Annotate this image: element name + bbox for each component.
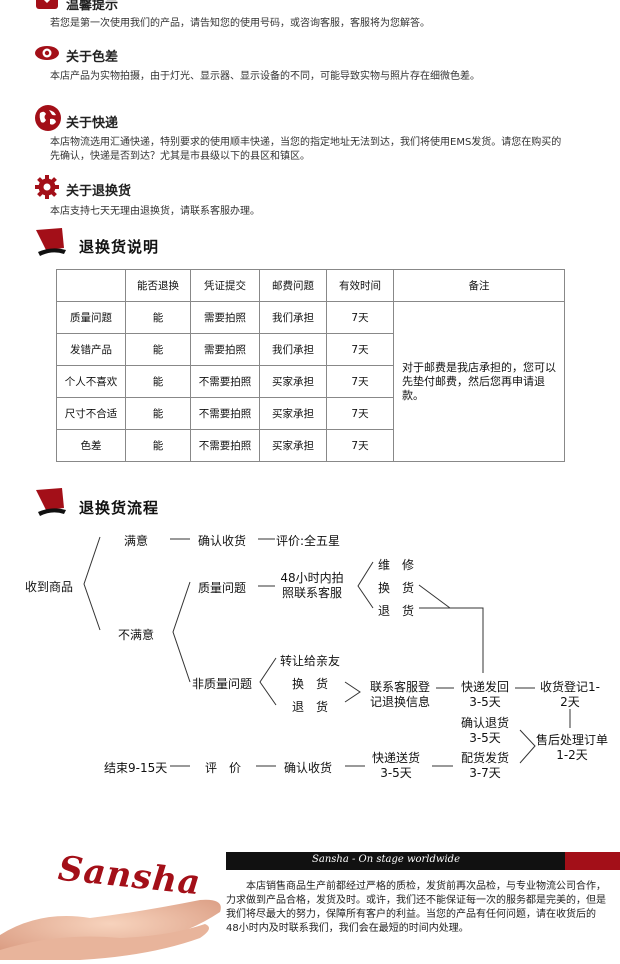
flow-gift: 转让给亲友 (280, 654, 341, 668)
table-row: 发错产品 能 需要拍照 我们承担 7天 (56, 333, 565, 366)
flow-ship-replacement: 配货发货3-7天 (460, 751, 509, 780)
table-cell: 7天 (326, 397, 394, 430)
flow-rate: 评 价 (205, 761, 242, 775)
table-cell: 需要拍照 (190, 333, 260, 366)
notice-title: 关于色差 (66, 50, 119, 65)
table-cell: 能 (125, 365, 191, 398)
table-header: 凭证提交 (190, 269, 260, 302)
heart-icon (35, 0, 61, 12)
notice-body: 本店物流选用汇通快递，特别要求的使用顺丰快递，当您的指定地址无法到达，我们将使用… (50, 137, 562, 162)
notice-body: 若您是第一次使用我们的产品，请告知您的使用号码，或咨询客服，客服将为您解答。 (50, 18, 430, 29)
footer-slogan: Sansha - On stage worldwide (312, 854, 460, 865)
globe-icon (34, 104, 61, 131)
gear-icon (34, 174, 60, 200)
flow-exchange2: 换 货 (292, 677, 329, 691)
footer-hands-image (0, 840, 230, 964)
flow-confirm-refund: 确认退货3-5天 (460, 716, 509, 745)
flow-quality-issue: 质量问题 (198, 581, 247, 595)
flow-received: 收到商品 (25, 580, 74, 594)
table-cell: 买家承担 (259, 397, 327, 430)
table-cell: 能 (125, 429, 191, 462)
table-cell: 买家承担 (259, 429, 327, 462)
return-table: 能否退换 凭证提交 邮费问题 有效时间 备注 质量问题 能 需要拍照 我们承担 … (56, 269, 565, 462)
notice-body: 本店支持七天无理由退换货，请联系客服办理。 (50, 206, 260, 217)
table-cell: 个人不喜欢 (56, 365, 126, 398)
table-cell: 不需要拍照 (190, 429, 260, 462)
flow-receive-register: 收货登记1-2天 (540, 680, 600, 709)
table-header: 邮费问题 (259, 269, 327, 302)
footer-accent (565, 852, 620, 870)
table-note: 对于邮费是我店承担的，您可以先垫付邮费，然后您再申请退款。 (393, 301, 565, 462)
table-row: 质量问题 能 需要拍照 我们承担 7天 对于邮费是我店承担的，您可以先垫付邮费，… (56, 301, 565, 462)
flow-photo-48h: 48小时内拍照联系客服 (280, 571, 344, 600)
flow-heading: 退换货流程 (79, 499, 160, 517)
flow-heading-icon (34, 486, 74, 520)
notice-title: 温馨提示 (66, 0, 119, 13)
table-cell: 7天 (326, 333, 394, 366)
table-cell: 需要拍照 (190, 301, 260, 334)
footer-text: 本店销售商品生产前都经过严格的质检，发货前再次品检，与专业物流公司合作，力求做到… (226, 881, 606, 934)
notice-title: 关于退换货 (66, 184, 132, 199)
flow-confirm-receipt: 确认收货 (198, 534, 247, 548)
flow-express-delivery: 快递送货3-5天 (371, 751, 420, 780)
notice-title: 关于快递 (66, 116, 119, 131)
table-header: 备注 (393, 269, 565, 302)
table-cell: 7天 (326, 365, 394, 398)
table-cell: 我们承担 (259, 333, 327, 366)
table-cell: 7天 (326, 301, 394, 334)
flow-after-sales: 售后处理订单1-2天 (536, 733, 609, 762)
table-cell: 不需要拍照 (190, 365, 260, 398)
flow-repair: 维 修 (378, 558, 415, 572)
return-heading-icon (34, 226, 74, 260)
flow-express-back: 快递发回3-5天 (460, 680, 509, 709)
flow-cs-register: 联系客服登记退换信息 (369, 680, 430, 709)
flow-end: 结束9-15天 (104, 761, 168, 775)
table-row: 尺寸不合适 能 不需要拍照 买家承担 7天 (56, 397, 565, 430)
table-row: 色差 能 不需要拍照 买家承担 7天 (56, 429, 565, 462)
flow-rate-five: 评价:全五星 (276, 534, 341, 548)
flow-confirm-receipt2: 确认收货 (284, 761, 333, 775)
flow-refund: 退 货 (378, 604, 415, 618)
table-header: 能否退换 (125, 269, 191, 302)
flow-refund2: 退 货 (292, 700, 329, 714)
notice-body: 本店产品为实物拍摄，由于灯光、显示器、显示设备的不同，可能导致实物与照片存在细微… (50, 71, 480, 82)
table-cell: 发错产品 (56, 333, 126, 366)
flow-non-quality: 非质量问题 (192, 677, 253, 691)
table-cell: 7天 (326, 429, 394, 462)
table-cell: 买家承担 (259, 365, 327, 398)
flow-exchange: 换 货 (378, 581, 415, 595)
footer-bar (226, 852, 620, 870)
table-header: 有效时间 (326, 269, 394, 302)
flow-satisfied: 满意 (124, 534, 149, 548)
flow-unsatisfied: 不满意 (118, 628, 155, 642)
return-heading: 退换货说明 (79, 238, 160, 256)
table-header-row: 能否退换 凭证提交 邮费问题 有效时间 备注 (56, 269, 565, 302)
eye-icon (34, 40, 60, 66)
table-row: 个人不喜欢 能 不需要拍照 买家承担 7天 (56, 365, 565, 398)
table-cell: 质量问题 (56, 301, 126, 334)
